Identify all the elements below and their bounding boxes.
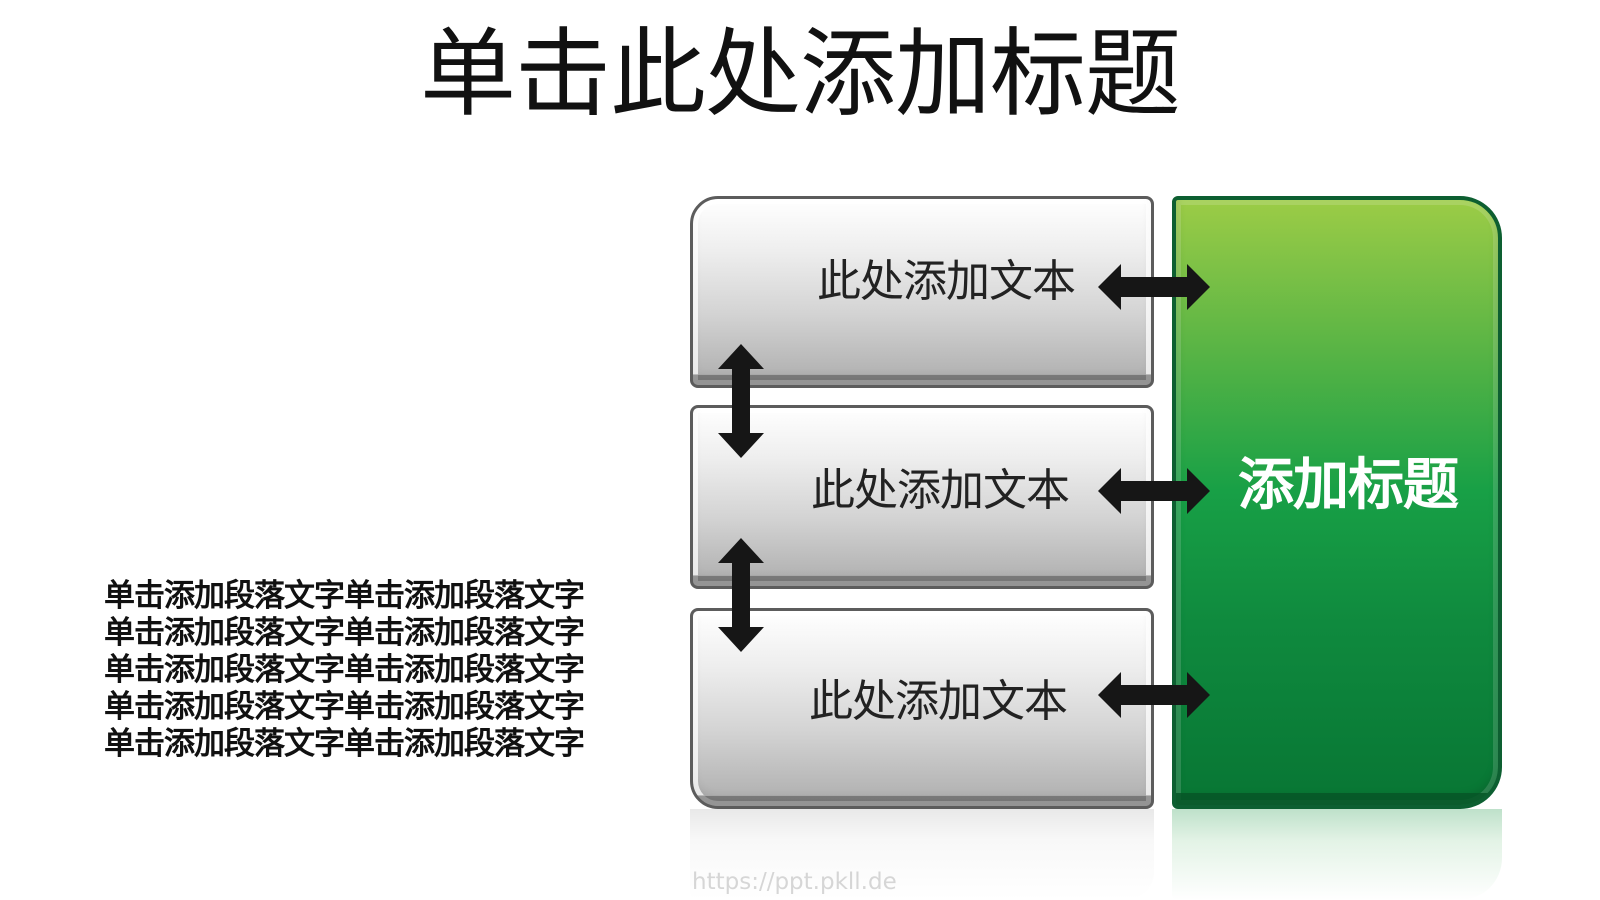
text-box-3-label: 此处添加文本	[809, 676, 1068, 727]
green-reflection	[1172, 809, 1502, 900]
paragraph-line: 单击添加段落文字单击添加段落文字	[104, 615, 585, 651]
double-arrow-horizontal-icon	[1098, 264, 1210, 310]
text-box-2[interactable]: 此处添加文本	[690, 405, 1154, 589]
paragraph-line: 单击添加段落文字单击添加段落文字	[104, 689, 585, 725]
double-arrow-horizontal-icon	[1098, 468, 1210, 514]
gray-reflection	[690, 809, 1154, 900]
paragraph-text: 单击添加段落文字单击添加段落文字 单击添加段落文字单击添加段落文字 单击添加段落…	[104, 578, 624, 763]
text-box-2-label: 此处添加文本	[811, 465, 1070, 516]
watermark-text: https://ppt.pkll.de	[692, 869, 897, 895]
paragraph-line: 单击添加段落文字单击添加段落文字	[104, 578, 585, 614]
paragraph-line: 单击添加段落文字单击添加段落文字	[104, 652, 585, 688]
double-arrow-vertical-icon	[718, 538, 764, 652]
text-box-1-label: 此处添加文本	[817, 256, 1076, 307]
double-arrow-vertical-icon	[718, 344, 764, 458]
double-arrow-horizontal-icon	[1098, 672, 1210, 718]
side-title: 添加标题	[1238, 453, 1459, 518]
text-box-1[interactable]: 此处添加文本	[690, 196, 1154, 388]
double-arrow-vertical-icon	[718, 344, 764, 458]
diagram-divider	[1157, 196, 1169, 809]
double-arrow-horizontal-icon	[1098, 468, 1210, 514]
paragraph-line: 单击添加段落文字单击添加段落文字	[104, 726, 585, 762]
side-title-panel[interactable]: 添加标题	[1172, 196, 1502, 809]
double-arrow-vertical-icon	[718, 538, 764, 652]
double-arrow-horizontal-icon	[1098, 264, 1210, 310]
slide-title: 单击此处添加标题	[420, 18, 1181, 130]
double-arrow-horizontal-icon	[1098, 672, 1210, 718]
text-box-3[interactable]: 此处添加文本	[690, 608, 1154, 809]
